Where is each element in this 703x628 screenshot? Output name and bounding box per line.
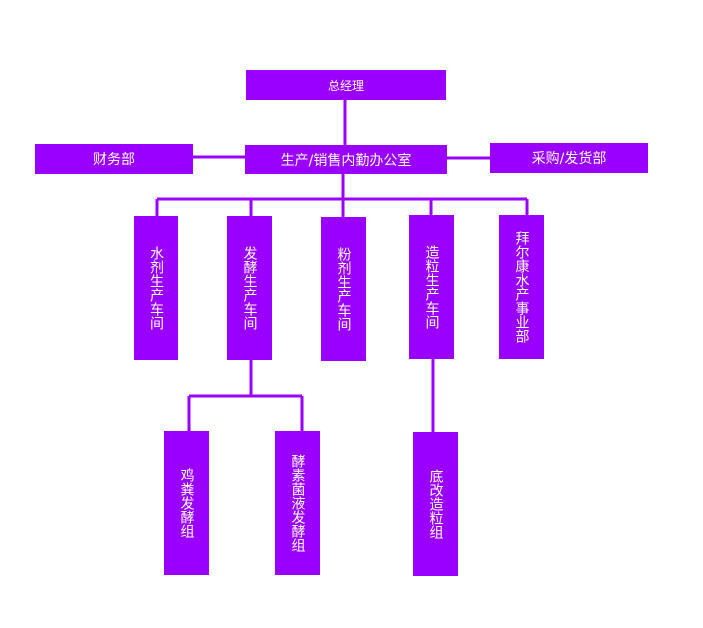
baierkang-division-box: 拜尔康水产事业部 xyxy=(499,215,544,359)
granule-workshop-box: 造粒生产车间 xyxy=(409,215,454,359)
granule-workshop-label: 造粒生产车间 xyxy=(423,245,440,329)
baierkang-division-label: 拜尔康水产事业部 xyxy=(513,231,530,343)
powder-workshop-box: 粉剂生产车间 xyxy=(321,217,366,361)
enzyme-group-label: 酵素菌液发酵组 xyxy=(289,454,306,552)
bottom-granule-group-box: 底改造粒组 xyxy=(413,432,458,576)
powder-workshop-label: 粉剂生产车间 xyxy=(335,247,352,331)
general-manager-box: 总经理 xyxy=(246,70,446,100)
finance-box: 财务部 xyxy=(35,144,193,174)
finance-label: 财务部 xyxy=(93,152,135,168)
purchasing-label: 采购/发货部 xyxy=(531,151,607,167)
chicken-manure-group-box: 鸡粪发酵组 xyxy=(164,431,209,575)
water-workshop-box: 水剂生产车间 xyxy=(134,216,178,360)
enzyme-group-box: 酵素菌液发酵组 xyxy=(275,431,320,575)
ferment-workshop-box: 发酵生产车间 xyxy=(227,216,272,360)
water-workshop-label: 水剂生产车间 xyxy=(148,246,164,330)
office-box: 生产/销售内勤办公室 xyxy=(245,145,447,174)
bottom-granule-group-label: 底改造粒组 xyxy=(427,469,444,539)
chicken-manure-group-label: 鸡粪发酵组 xyxy=(178,468,195,538)
ferment-workshop-label: 发酵生产车间 xyxy=(241,246,258,330)
office-label: 生产/销售内勤办公室 xyxy=(280,152,412,169)
general-manager-label: 总经理 xyxy=(327,78,364,93)
purchasing-box: 采购/发货部 xyxy=(490,143,648,173)
